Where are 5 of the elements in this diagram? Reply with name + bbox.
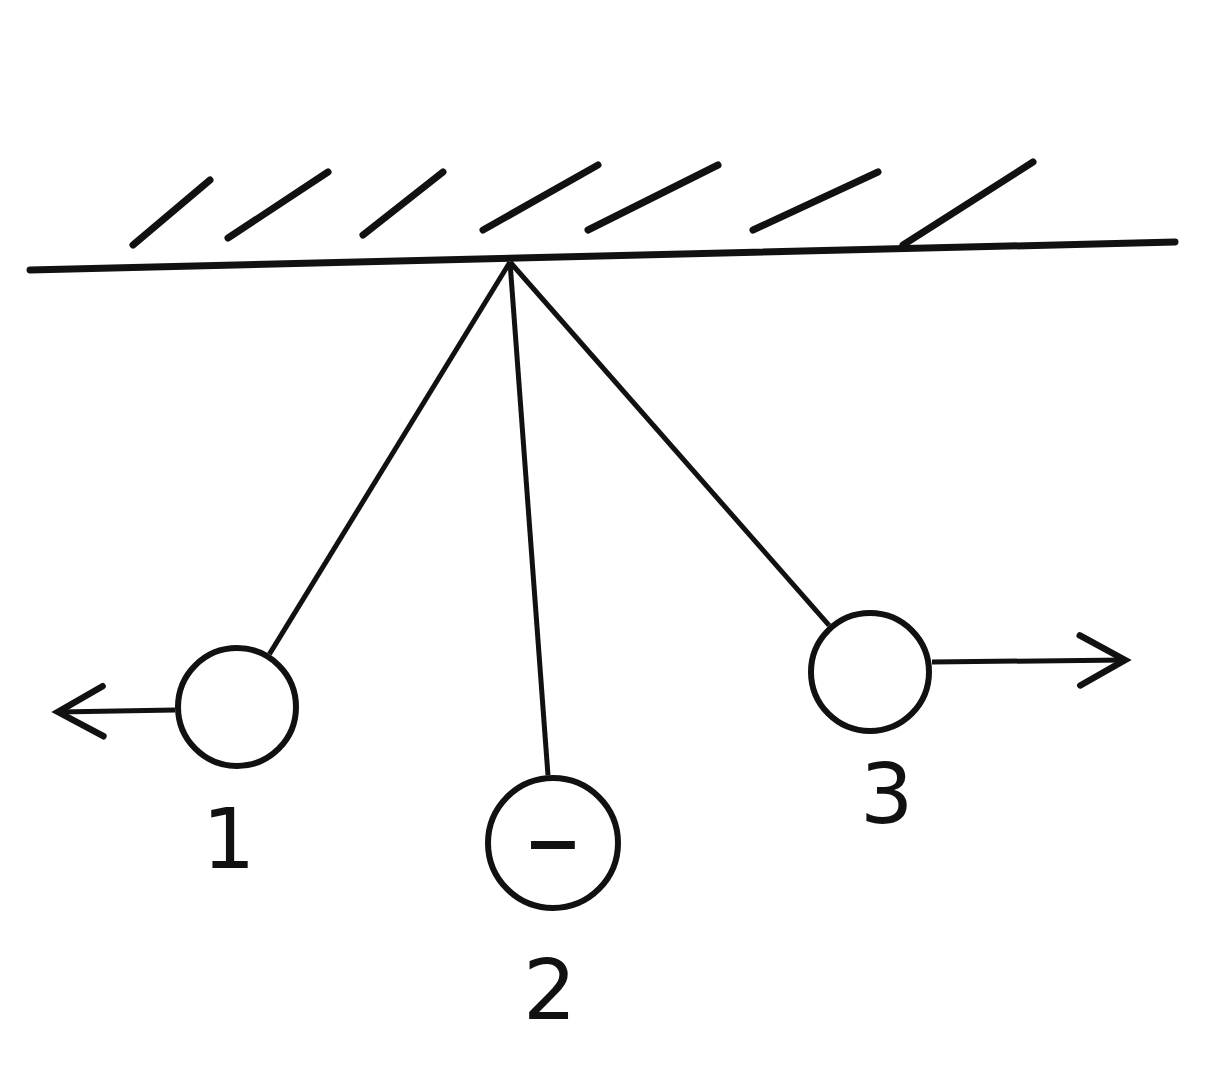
charge-sign: − (523, 808, 583, 878)
ball-number: 2 (523, 948, 577, 1032)
ball-number: 1 (202, 797, 256, 881)
ball-number: 3 (860, 752, 914, 836)
thread (508, 260, 831, 628)
